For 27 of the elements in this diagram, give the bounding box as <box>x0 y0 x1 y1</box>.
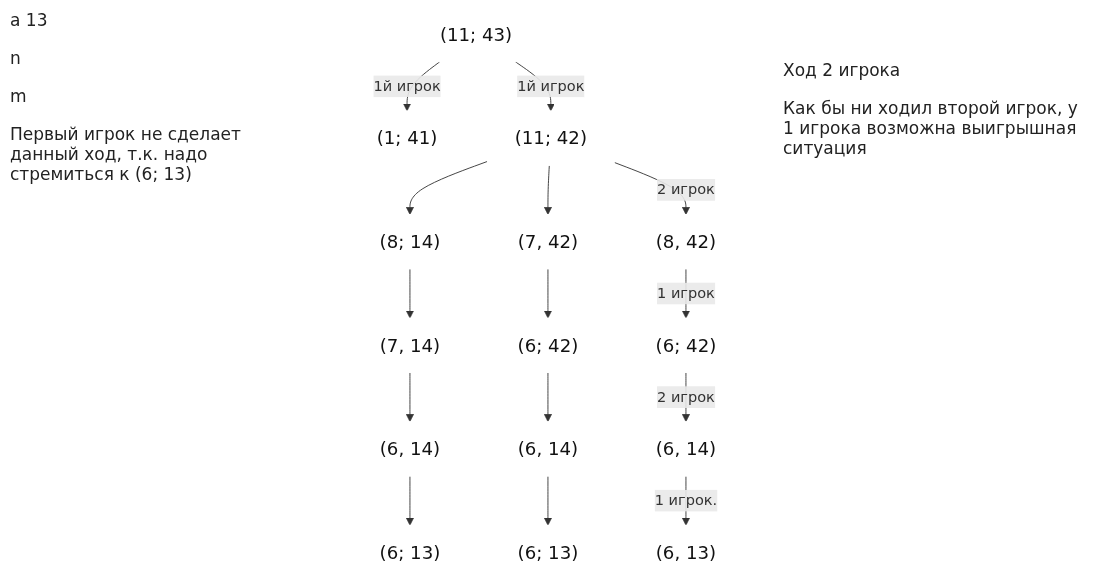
node-text: (7, 14) <box>379 334 441 357</box>
note: Первый игрок не сделает данный ход, т.к. надо стремиться к (6; 13) <box>10 124 242 184</box>
edge-label: 1й игрок <box>517 77 585 95</box>
node-text: (11; 43) <box>439 23 513 46</box>
node-text: (8; 14) <box>379 230 441 253</box>
edge-label: 1й игрок <box>373 77 441 95</box>
column-label: n <box>10 48 22 68</box>
heading: а 13 <box>10 10 49 30</box>
edge-label: 1 игрок. <box>654 491 718 509</box>
node-text: (6, 14) <box>517 437 579 460</box>
node-text: (7, 42) <box>517 230 579 253</box>
node-text: (6, 14) <box>655 437 717 460</box>
node-text: (6; 42) <box>655 334 717 357</box>
node-text: (6, 14) <box>379 437 441 460</box>
edge-label: 2 игрок <box>657 388 715 406</box>
note: Ход 2 игрока <box>783 60 902 80</box>
note: Как бы ни ходил второй игрок, у 1 игрока возможна выигрышная ситуация <box>783 98 1079 158</box>
node-text: (6; 42) <box>517 334 579 357</box>
edge-label: 1 игрок <box>657 284 715 302</box>
node-text: (8, 42) <box>655 230 717 253</box>
edge-label: 2 игрок <box>657 180 715 199</box>
node-text: (6; 13) <box>379 541 441 564</box>
node-text: (11; 42) <box>514 127 588 150</box>
node-text: (6; 13) <box>517 541 579 564</box>
node-text: (1; 41) <box>376 127 438 150</box>
node-text: (6, 13) <box>655 541 717 564</box>
column-label: m <box>10 86 28 106</box>
